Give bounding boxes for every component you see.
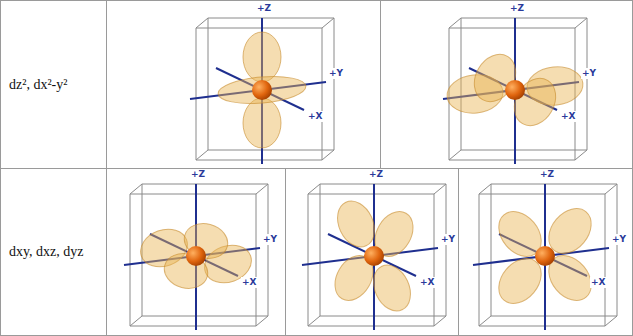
orbital-panel [124,184,268,330]
axis-label: +Z [256,3,272,14]
cell-rule [458,168,459,336]
cube-edge [196,18,208,28]
cube-edge [479,184,491,194]
cube-back [461,18,587,150]
orbital-panel [443,18,587,164]
cell-rule [285,168,286,336]
wire-cube [196,18,334,160]
cube-edge [449,18,461,28]
cube-edge [322,150,334,160]
axis-label: +Z [509,3,525,14]
cube-edge [196,150,208,160]
axis-label: +Y [581,68,597,79]
cube-front [308,194,434,326]
cube-front [196,28,322,160]
axis-label: +X [241,277,257,288]
cube-front [130,194,256,326]
cube-edge [434,184,446,194]
cube-front [479,194,605,326]
cube-edge [605,316,617,326]
cube-edge [308,316,320,326]
nucleus [252,80,272,100]
wire-cube [479,184,617,326]
axis-label: +X [560,111,576,122]
cube-edge [605,184,617,194]
axis-label: +X [307,111,323,122]
row-label-cell: dz², dx²-y² [1,1,106,168]
nucleus [364,246,384,266]
axis-label: +Y [328,68,344,79]
orbital-panel [190,18,334,164]
cube-edge [434,316,446,326]
cell-rule [380,0,381,168]
axes [473,184,609,330]
cube-edge [575,150,587,160]
axis-label: +Z [539,169,555,180]
axis-label: +Z [190,169,206,180]
cube-edge [256,184,268,194]
cube-edge [130,316,142,326]
axis-label: +Y [440,234,456,245]
nucleus [535,246,555,266]
axis-label: +X [419,277,435,288]
row-label-cell: dxy, dxz, dyz [1,169,106,335]
cube-edge [575,18,587,28]
orbital-lobe [217,73,307,107]
orbital-panel [473,184,617,330]
orbital-names: dxy, dxz, dyz [9,244,84,260]
orbital-names: dz², dx²-y² [9,77,67,93]
axis-label: +Y [611,234,627,245]
cube-edge [479,316,491,326]
axes [190,18,326,164]
nucleus [505,80,525,100]
cube-edge [256,316,268,326]
cube-edge [322,18,334,28]
orbital-lobe [243,32,281,82]
wire-cube [308,184,446,326]
axis-label: +Y [262,234,278,245]
axes [302,184,438,330]
axis-label: +Z [368,169,384,180]
axis-label: +X [590,277,606,288]
cube-edge [308,184,320,194]
orbital-panel [302,184,446,330]
axes [124,184,260,330]
cube-edge [449,150,461,160]
wire-cube [130,184,268,326]
orbital-lobe [243,98,281,148]
orbital-lobe [330,195,381,253]
orbital-lobe [366,259,417,317]
nucleus [186,246,206,266]
cube-edge [130,184,142,194]
